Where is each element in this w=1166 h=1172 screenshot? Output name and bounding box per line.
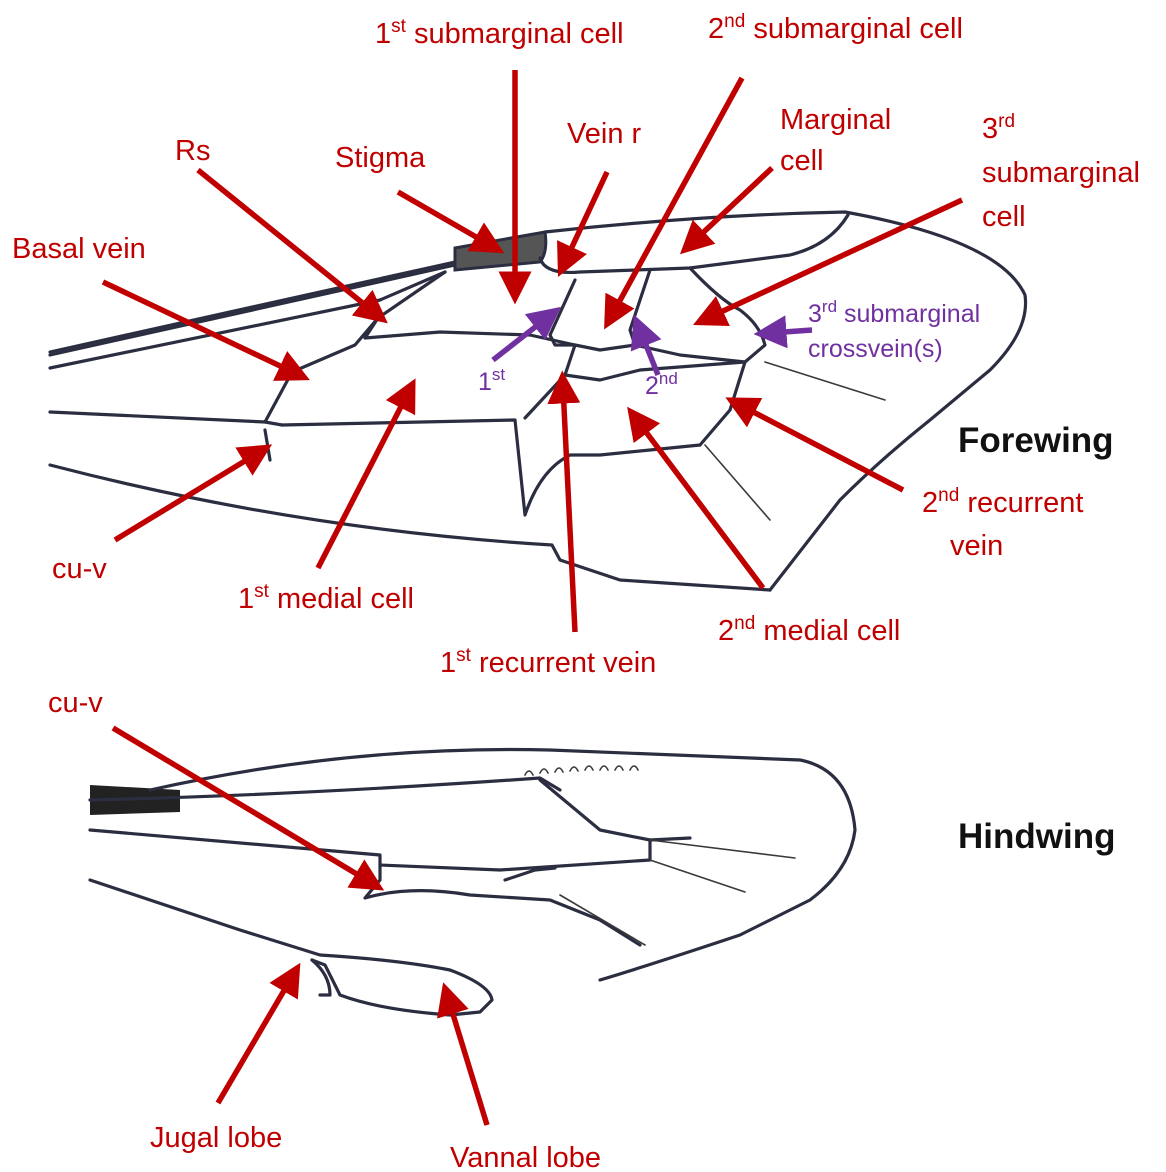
forewing-distal-vein-2 bbox=[705, 445, 770, 520]
arrow-jugal-lobe bbox=[218, 977, 292, 1103]
label-crossvein-1: 1st bbox=[478, 365, 505, 396]
forewing-drawing bbox=[50, 212, 1026, 590]
label-submarginal-cell-3-line1: submarginal bbox=[982, 157, 1140, 189]
arrow-stigma bbox=[398, 192, 490, 245]
label-crossvein-2: 2nd bbox=[645, 369, 678, 400]
arrow-submarginal-2 bbox=[612, 78, 742, 315]
hindwing-distal-vein-3 bbox=[560, 895, 645, 945]
label-submarginal-cell-2: 2nd submarginal cell bbox=[708, 11, 963, 45]
arrow-vein-r bbox=[565, 172, 607, 262]
label-crossvein-3-line1: 3rd submarginal bbox=[808, 297, 980, 328]
arrow-rs bbox=[198, 170, 375, 313]
title-forewing: Forewing bbox=[958, 421, 1114, 460]
label-marginal-cell-line1: Marginal bbox=[780, 104, 891, 136]
arrow-marginal-cell bbox=[692, 168, 772, 243]
label-recurrent-vein-1: 1st recurrent vein bbox=[440, 645, 656, 679]
label-stigma: Stigma bbox=[335, 142, 426, 174]
hindwing-distal-vein-1 bbox=[650, 840, 795, 858]
arrow-crossvein-3 bbox=[770, 330, 812, 333]
title-hindwing: Hindwing bbox=[958, 817, 1115, 856]
hindwing-anal-vein bbox=[380, 840, 650, 870]
submarginal-cell-1 bbox=[550, 280, 635, 350]
label-medial-cell-1: 1st medial cell bbox=[238, 581, 414, 615]
hindwing-radius bbox=[90, 830, 640, 945]
label-recurrent-vein-2-line2: vein bbox=[950, 530, 1003, 562]
label-submarginal-cell-3-line2: cell bbox=[982, 201, 1026, 233]
arrow-cuv-fore bbox=[115, 453, 258, 540]
label-marginal-cell-line2: cell bbox=[780, 145, 824, 177]
label-crossvein-3-line2: crossvein(s) bbox=[808, 335, 943, 363]
forewing-costal-margin bbox=[50, 212, 1026, 590]
label-submarginal-cell-1: 1st submarginal cell bbox=[375, 16, 624, 50]
label-medial-cell-2: 2nd medial cell bbox=[718, 613, 900, 647]
label-cuv-forewing: cu-v bbox=[52, 553, 107, 585]
forewing-posterior-margin bbox=[50, 465, 770, 590]
label-recurrent-vein-2-line1: 2nd recurrent bbox=[922, 485, 1083, 519]
arrow-basal-vein bbox=[103, 282, 295, 373]
hindwing-anterior-margin bbox=[150, 750, 855, 981]
medial-cell-1 bbox=[282, 420, 700, 515]
hindwing-vannal-lobe bbox=[90, 880, 492, 1015]
arrow-recurrent-1 bbox=[563, 387, 575, 632]
hamuli bbox=[525, 766, 638, 775]
label-cuv-hindwing: cu-v bbox=[48, 687, 103, 719]
arrow-recurrent-2 bbox=[740, 405, 903, 490]
forewing-distal-vein-1 bbox=[765, 362, 885, 400]
submarginal-cell-3 bbox=[690, 268, 765, 362]
hindwing-jugal-lobe bbox=[312, 960, 330, 995]
label-vannal-lobe: Vannal lobe bbox=[450, 1142, 601, 1172]
hindwing-drawing bbox=[90, 750, 855, 1016]
arrow-vannal-lobe bbox=[448, 998, 487, 1125]
arrow-medial-1 bbox=[318, 393, 408, 568]
label-vein-r: Vein r bbox=[567, 118, 641, 150]
hindwing-distal-vein-2 bbox=[650, 860, 745, 892]
medial-cell-2 bbox=[700, 362, 745, 445]
red-arrows bbox=[103, 70, 962, 1125]
stigma-shape bbox=[455, 232, 546, 270]
label-submarginal-cell-3-num: 3rd bbox=[982, 111, 1015, 145]
label-basal-vein: Basal vein bbox=[12, 233, 146, 265]
label-jugal-lobe: Jugal lobe bbox=[150, 1122, 282, 1154]
first-recurrent-vein bbox=[525, 345, 575, 418]
label-rs: Rs bbox=[175, 135, 210, 167]
